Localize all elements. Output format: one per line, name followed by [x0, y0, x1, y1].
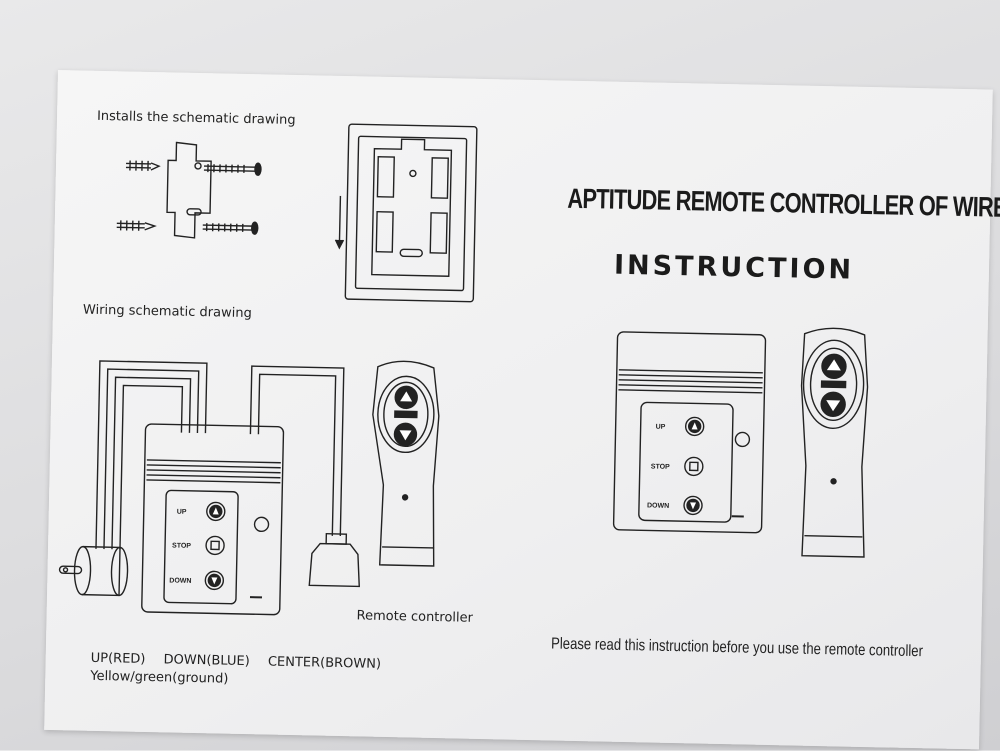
instruction-sheet: Installs the schematic drawing Wiring sc…	[44, 70, 1000, 750]
panel-large-stop-label: STOP	[651, 464, 670, 471]
panel-large-down-label: DOWN	[647, 502, 669, 509]
panel-large-up-label: UP	[656, 424, 666, 431]
wiring-harness-icon	[58, 360, 360, 597]
schematic-drawings: UP STOP DOWN UP STOP DOWN	[58, 123, 869, 616]
motor-icon	[73, 545, 92, 596]
receiver-unit-icon	[141, 423, 285, 616]
remote-controller-icon	[372, 360, 440, 567]
panel-down-label: DOWN	[169, 577, 191, 584]
plug-icon	[308, 542, 360, 588]
mounting-bracket-icon	[116, 141, 262, 239]
wall-plate-icon	[334, 123, 478, 303]
panel-up-label: UP	[177, 509, 187, 516]
remote-controller-large-icon	[800, 327, 869, 558]
receiver-unit-large-icon	[612, 331, 767, 534]
panel-stop-label: STOP	[172, 542, 191, 549]
